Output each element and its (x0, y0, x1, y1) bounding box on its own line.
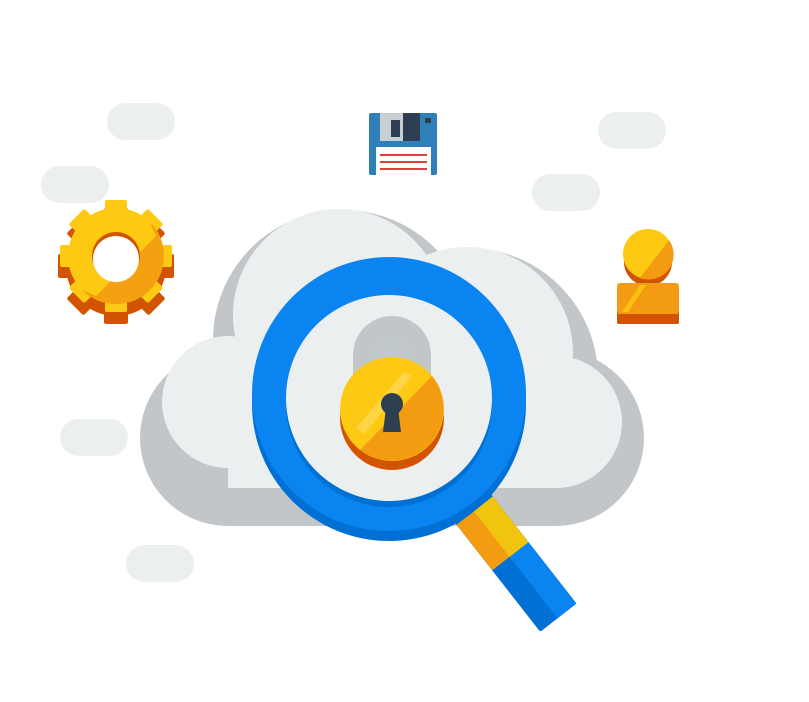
bubble (126, 545, 194, 582)
bubble (60, 419, 128, 456)
bubble (107, 103, 175, 140)
decorative-bubbles (41, 103, 666, 582)
bubble (532, 174, 600, 211)
user-icon (617, 229, 679, 324)
bubble (41, 166, 109, 203)
floppy-disk-icon (369, 113, 437, 175)
bubble (598, 112, 666, 149)
padlock-icon (340, 316, 444, 470)
gear-icon (58, 200, 174, 324)
